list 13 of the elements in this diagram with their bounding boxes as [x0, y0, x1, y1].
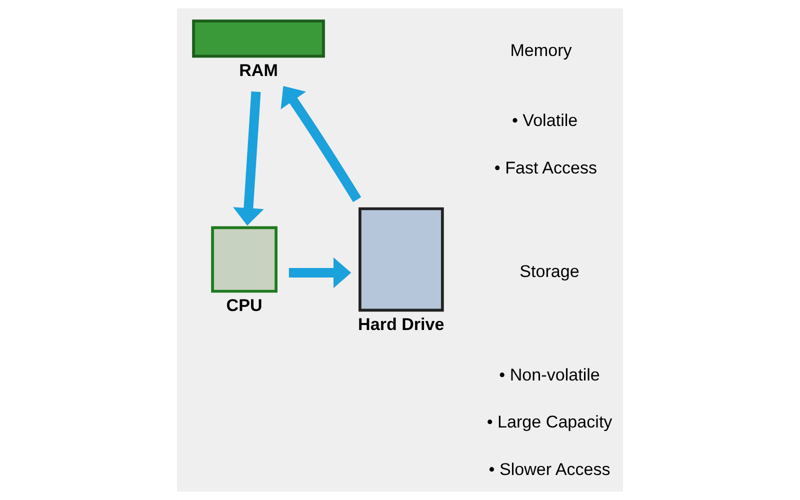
label: • Volatile: [512, 111, 578, 130]
arrow: [288, 257, 352, 288]
label: • Slower Access: [488, 460, 610, 480]
label: • Fast Access: [494, 158, 598, 178]
arrow: [280, 86, 362, 202]
label: Storage: [520, 262, 580, 281]
label: • Non-volatile: [499, 365, 600, 384]
node-label: RAM: [239, 60, 278, 80]
arrow: [233, 91, 264, 226]
node-label: CPU: [226, 296, 262, 316]
label: Memory: [510, 41, 572, 60]
label: • Large Capacity: [486, 412, 612, 432]
node-label: Hard Drive: [358, 315, 444, 334]
